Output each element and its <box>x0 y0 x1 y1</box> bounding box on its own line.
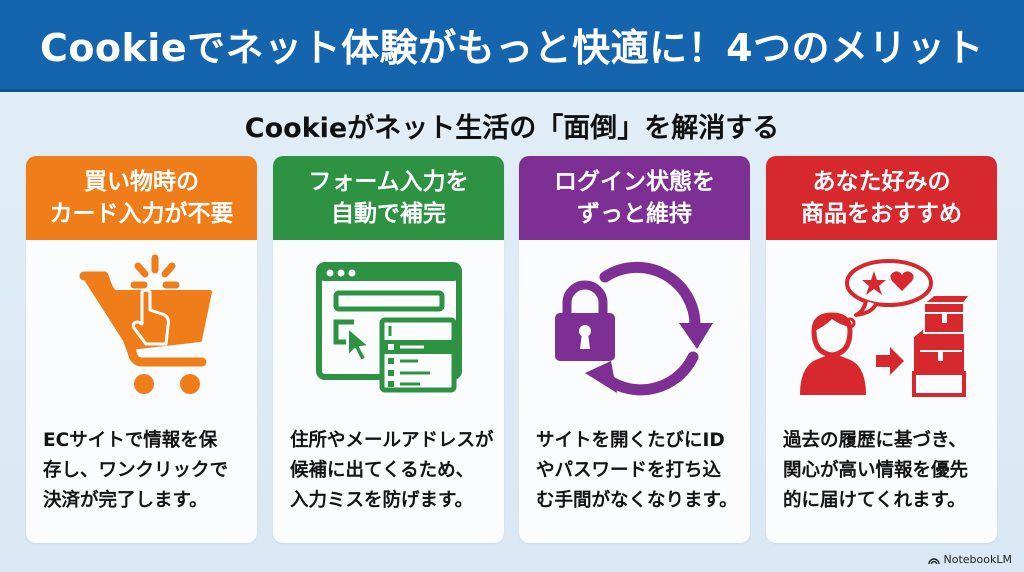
card-header-line: 商品をおすすめ <box>801 201 962 227</box>
card-description: 住所やメールアドレスが 候補に出てくるため、 入力ミスを防げます。 <box>290 426 495 516</box>
card-description: サイトを開くたびにID やパスワードを打ち込 む手間がなくなります。 <box>536 426 741 516</box>
card-header: フォーム入力を 自動で補完 <box>273 156 504 240</box>
card-header-line: カード入力が不要 <box>49 201 234 227</box>
card-body-line: 関心が高い情報を優先 <box>783 460 969 481</box>
padlock-refresh-icon <box>519 252 750 402</box>
card-body-line: 候補に出てくるため、 <box>290 460 475 481</box>
card-body-line: サイトを開くたびにID <box>536 430 725 451</box>
merit-card-keep-login: ログイン状態を ずっと維持 サイトを開くたびにID やパスワードを打ち込 む手間… <box>519 156 750 543</box>
card-description: ECサイトで情報を保 存し、ワンクリックで 決済が完了します。 <box>43 426 248 516</box>
card-description: 過去の履歴に基づき、 関心が高い情報を優先 的に届けてくれます。 <box>783 426 988 516</box>
card-header-line: フォーム入力を <box>308 169 469 195</box>
browser-form-autocomplete-icon <box>273 252 504 402</box>
card-body-line: 的に届けてくれます。 <box>783 490 966 511</box>
watermark-label: NotebookLM <box>943 553 1012 566</box>
page-subtitle: Cookieがネット生活の「面倒」を解消する <box>244 113 780 144</box>
card-header-line: あなた好みの <box>812 169 951 195</box>
card-header-line: 自動で補完 <box>331 201 446 227</box>
card-body-line: 決済が完了します。 <box>43 490 208 511</box>
shopping-cart-click-icon <box>26 252 257 402</box>
card-header: あなた好みの 商品をおすすめ <box>766 156 997 240</box>
card-header: 買い物時の カード入力が不要 <box>26 156 257 240</box>
card-header-line: 買い物時の <box>84 169 199 195</box>
merit-card-shopping: 買い物時の カード入力が不要 ECサイトで情報を保 存し、ワンクリックで 決済が… <box>26 156 257 543</box>
title-bar: Cookieでネット体験がもっと快適に！4つのメリット <box>0 0 1024 92</box>
card-body-line: 住所やメールアドレスが <box>290 430 494 451</box>
page-title: Cookieでネット体験がもっと快適に！4つのメリット <box>39 26 985 70</box>
card-body-line: 存し、ワンクリックで <box>43 460 229 481</box>
card-header-line: ずっと維持 <box>577 201 692 227</box>
merit-card-form-autofill: フォーム入力を 自動で補完 住所やメールアドレスが 候補に出てくる <box>273 156 504 543</box>
card-header: ログイン状態を ずっと維持 <box>519 156 750 240</box>
card-header-line: ログイン状態を <box>554 169 715 195</box>
card-body-line: 入力ミスを防げます。 <box>290 490 474 511</box>
card-body-line: む手間がなくなります。 <box>536 490 738 511</box>
merit-card-recommendations: あなた好みの 商品をおすすめ 過去の履歴に基づき、 関心が高い情報を優先 <box>766 156 997 543</box>
card-body-line: 過去の履歴に基づき、 <box>783 430 967 451</box>
notebooklm-watermark: NotebookLM <box>927 553 1012 566</box>
card-body-line: ECサイトで情報を保 <box>43 430 218 451</box>
notebooklm-logo-icon <box>927 557 940 564</box>
card-body-line: やパスワードを打ち込 <box>536 460 722 481</box>
person-recommendation-boxes-icon <box>766 252 997 402</box>
